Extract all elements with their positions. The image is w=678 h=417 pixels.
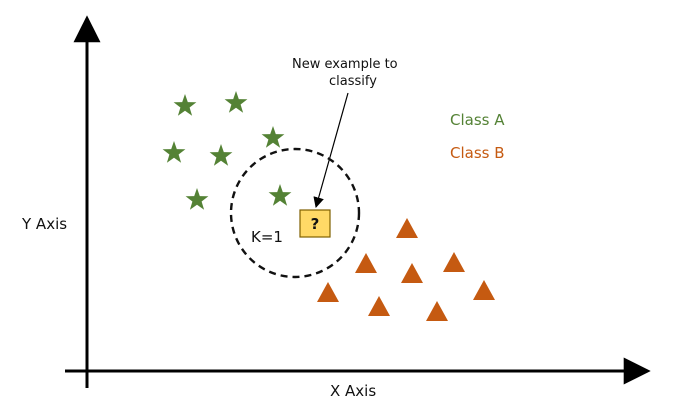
class-b-triangle-icon (396, 218, 418, 238)
class-a-star-icon (224, 91, 248, 113)
class-b-triangle-icon (426, 301, 448, 321)
query-symbol: ? (311, 215, 320, 233)
class-b-triangle-icon (401, 263, 423, 283)
callout-line-2: classify (329, 74, 377, 89)
y-axis-label: Y Axis (21, 215, 67, 233)
class-b-triangle-icon (355, 253, 377, 273)
class-b-triangle-icon (473, 280, 495, 300)
class-a-star-icon (268, 184, 292, 206)
class-a-star-icon (261, 126, 285, 148)
query-square-icon (299, 209, 331, 238)
class-a-star-icon (173, 94, 197, 116)
k-label: K=1 (251, 228, 283, 246)
class-b-points (317, 218, 495, 321)
class-a-star-icon (209, 144, 233, 166)
query-point: ? (299, 209, 331, 238)
legend-class-a: Class A (450, 111, 505, 129)
neighborhood-circle (229, 147, 361, 279)
x-axis-label: X Axis (330, 382, 376, 400)
callout-line-1: New example to (292, 57, 398, 72)
class-a-points (162, 91, 292, 210)
class-a-star-icon (185, 188, 209, 210)
class-a-star-icon (162, 141, 186, 163)
legend-class-b: Class B (450, 144, 505, 162)
class-b-triangle-icon (443, 252, 465, 272)
class-b-triangle-icon (317, 282, 339, 302)
class-b-triangle-icon (368, 296, 390, 316)
callout-arrow (313, 92, 349, 209)
